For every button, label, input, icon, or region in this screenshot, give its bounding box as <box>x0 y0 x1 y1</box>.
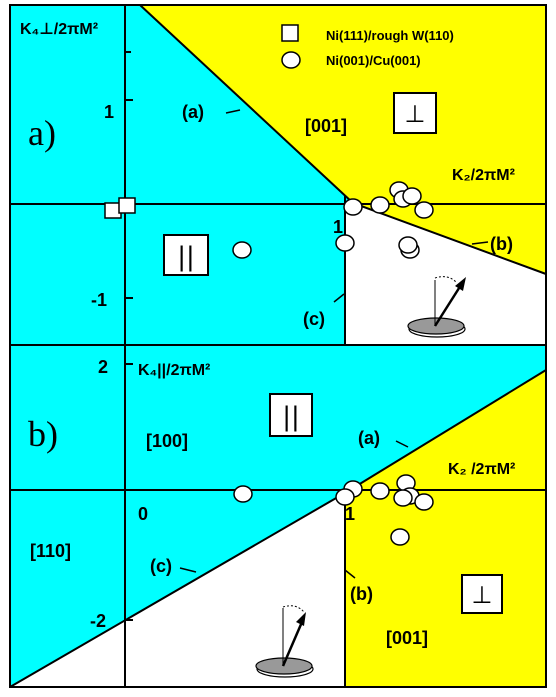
data-point-circle <box>370 482 390 500</box>
panel-b-curve-c-label: (c) <box>150 556 172 576</box>
panel-a-curve-b-label: (b) <box>490 234 513 254</box>
data-point-circle <box>343 198 363 216</box>
panel-a-curve-c-leader <box>333 293 345 303</box>
panel-a-x-axis-label: K₂/2πM² <box>452 167 515 184</box>
panel-b-perpendicular-box <box>461 574 503 614</box>
legend-square-label: Ni(111)/rough W(110) <box>326 28 454 43</box>
panel-b-parallel-symbol: || <box>282 402 300 432</box>
panel-a-curve-a-label: (a) <box>182 102 204 122</box>
panel-b-curve-a-leader <box>395 440 409 448</box>
data-point-circle <box>335 488 355 506</box>
panel-b-curve-a-label: (a) <box>358 428 380 448</box>
legend-circle-marker <box>281 51 301 69</box>
panel-a-tick-y-pos: 1 <box>104 102 114 122</box>
data-point-circle <box>398 236 418 254</box>
panel-b-curve-b-leader <box>344 569 356 579</box>
panel-b-region-001-label: [001] <box>386 628 428 648</box>
magnetization-tilted-icon <box>255 605 314 678</box>
data-point-circle <box>414 201 434 219</box>
panel-b-curve-c-leader <box>179 567 197 573</box>
panel-b-curve-c-line <box>9 489 351 688</box>
panel-b-curve-a-line <box>344 369 547 494</box>
panel-b-x-axis-label: K₂ /2πM² <box>448 461 515 478</box>
data-point-circle <box>232 241 252 259</box>
data-point-circle <box>233 485 253 503</box>
panel-a-perpendicular-symbol: ⊥ <box>405 100 426 128</box>
data-point-circle <box>370 196 390 214</box>
data-point-circle <box>393 489 413 507</box>
panel-b-tick-x: 1 <box>345 504 355 524</box>
panel-a-label: a) <box>28 113 56 153</box>
panel-a-curve-a-line <box>139 4 354 204</box>
legend-circle-label: Ni(001)/Cu(001) <box>326 53 421 68</box>
panel-a-perpendicular-box <box>393 92 437 134</box>
panel-a-curve-b-line <box>352 202 547 275</box>
panel-b-parallel-box <box>269 393 313 437</box>
panel-a-parallel-symbol: || <box>177 242 195 272</box>
data-point-circle <box>414 493 434 511</box>
panel-b-curve-b-label: (b) <box>350 584 373 604</box>
panel-b-tick-y-neg: -2 <box>90 611 106 631</box>
legend-square-marker <box>281 24 299 42</box>
panel-b-y-axis-label: K₄||/2πM² <box>138 362 210 379</box>
panel-a-tick-x: 1 <box>333 217 343 237</box>
data-point-circle <box>402 187 422 205</box>
panel-b: b) K₄||/2πM² K₂ /2πM² 2 -2 0 1 (a) (b) (… <box>9 345 547 688</box>
panel-a-region-001-label: [001] <box>305 116 347 136</box>
data-point-circle <box>335 234 355 252</box>
panel-b-region-100-label: [100] <box>146 431 188 451</box>
panel-a-curve-b-leader <box>471 241 489 245</box>
panel-a: a) K₄⊥/2πM² K₂/2πM² 1 -1 1 (a) (b) (c) [… <box>10 4 547 344</box>
panel-a-curve-a-leader <box>225 109 241 114</box>
panel-b-tick-x-zero: 0 <box>138 504 148 524</box>
panel-a-region-cyan-parallel <box>10 5 353 344</box>
panel-a-parallel-box <box>163 234 209 276</box>
panel-b-perpendicular-symbol: ⊥ <box>472 581 493 609</box>
panel-a-region-yellow-perpendicular <box>140 5 546 274</box>
magnetization-tilted-icon <box>407 276 466 338</box>
panel-a-y-axis-label: K₄⊥/2πM² <box>20 21 98 38</box>
data-point-square <box>118 197 136 214</box>
panel-a-curve-c-label: (c) <box>303 309 325 329</box>
panel-b-region-110-label: [110] <box>30 541 71 561</box>
panel-b-label: b) <box>28 414 58 454</box>
panel-a-tick-y-neg: -1 <box>91 290 107 310</box>
data-point-circle <box>390 528 410 546</box>
panel-b-tick-y-pos: 2 <box>98 357 108 377</box>
